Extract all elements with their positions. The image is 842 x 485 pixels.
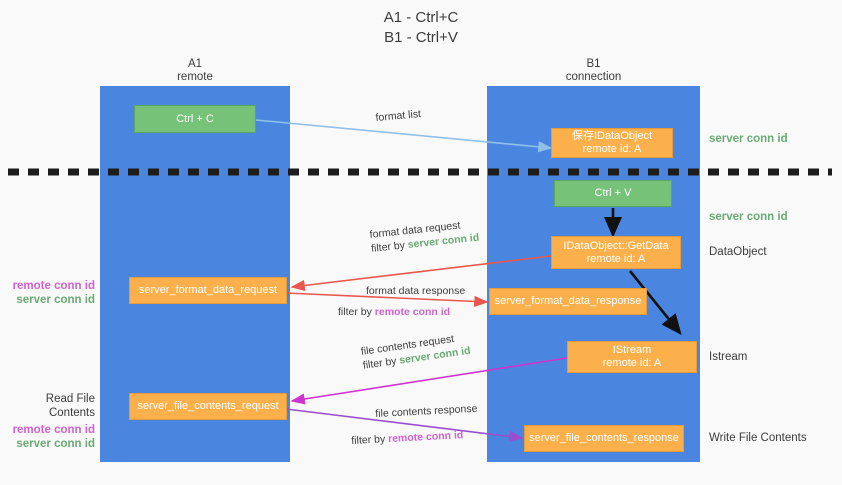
right-label-write-file-contents: Write File Contents xyxy=(709,432,807,444)
filter-prefix: filter by xyxy=(338,306,375,318)
node-ctrl-v-label: Ctrl + V xyxy=(594,187,632,199)
column-b1-name: B1 xyxy=(586,58,601,70)
column-a1-name: A1 xyxy=(187,58,203,70)
node-getdata[interactable]: IDataObject::GetData remote id: A xyxy=(551,236,681,269)
left-label-file-block: Read File Contents remote conn id server… xyxy=(6,392,95,451)
node-save-idataobject-line2: remote id: A xyxy=(582,143,642,155)
left-label-format-server-conn-id: server conn id xyxy=(16,294,95,306)
node-save-idataobject-line1: 保存IDataObject xyxy=(571,130,653,142)
node-getdata-line1: IDataObject::GetData xyxy=(563,239,669,252)
node-istream-line2: remote id: A xyxy=(602,357,662,369)
title-line-1: A1 - Ctrl+C xyxy=(383,9,459,26)
column-header-b1: B1 connection xyxy=(487,58,700,84)
edge-label-format-data-response-text: format data response xyxy=(366,285,466,297)
left-label-format-conn-ids: remote conn id server conn id xyxy=(10,279,95,307)
diagram-title: A1 - Ctrl+C B1 - Ctrl+V xyxy=(0,8,842,48)
node-server-file-contents-response[interactable]: server_file_contents_response xyxy=(524,425,684,452)
edge-label-file-contents-response-filter: filter by remote conn id xyxy=(351,428,464,448)
edge-label-file-contents-response-text: file contents response xyxy=(375,402,478,420)
node-getdata-line2: remote id: A xyxy=(586,252,646,265)
column-a1-subtitle: remote xyxy=(177,71,213,83)
node-ctrl-v[interactable]: Ctrl + V xyxy=(554,180,672,207)
node-istream[interactable]: IStream remote id: A xyxy=(567,341,697,373)
filter-prefix: filter by xyxy=(370,239,409,255)
node-server-format-data-response[interactable]: server_format_data_response xyxy=(489,288,647,315)
filter-value-remote-conn-id: remote conn id xyxy=(387,429,464,446)
left-label-read-file-contents: Read File Contents xyxy=(45,393,95,419)
edge-label-format-list-text: format list xyxy=(375,108,422,124)
node-server-file-contents-response-label: server_file_contents_response xyxy=(529,432,679,444)
node-server-file-contents-request-label: server_file_contents_request xyxy=(137,400,279,412)
edge-label-format-list: format list xyxy=(375,107,422,125)
filter-prefix: filter by xyxy=(362,354,401,372)
column-header-a1: A1 remote xyxy=(100,58,290,84)
node-save-idataobject[interactable]: 保存IDataObject remote id: A xyxy=(551,128,673,158)
right-label-istream: Istream xyxy=(709,351,748,363)
node-ctrl-c-label: Ctrl + C xyxy=(176,112,214,125)
right-label-data-object: DataObject xyxy=(709,246,767,258)
filter-value-remote-conn-id: remote conn id xyxy=(374,306,451,318)
left-label-file-server-conn-id: server conn id xyxy=(16,438,95,450)
node-istream-line1: IStream xyxy=(612,344,652,356)
left-label-format-remote-conn-id: remote conn id xyxy=(12,280,95,292)
left-label-file-remote-conn-id: remote conn id xyxy=(12,424,95,436)
edge-label-file-contents-request: file contents request filter by server c… xyxy=(360,330,471,373)
edge-label-format-data-request: format data request filter by server con… xyxy=(369,217,480,256)
node-server-format-data-request[interactable]: server_format_data_request xyxy=(129,277,287,304)
column-b1-subtitle: connection xyxy=(565,71,622,83)
edge-label-file-contents-response: file contents response xyxy=(375,402,478,421)
title-line-2: B1 - Ctrl+V xyxy=(384,29,458,46)
node-server-format-data-request-label: server_format_data_request xyxy=(138,284,278,296)
right-label-server-conn-id-mid: server conn id xyxy=(709,211,788,223)
edge-label-format-data-response: format data response xyxy=(366,284,465,298)
filter-prefix: filter by xyxy=(351,433,389,447)
edge-label-format-data-response-filter: filter by remote conn id xyxy=(338,305,450,319)
node-server-format-data-response-label: server_format_data_response xyxy=(494,295,642,307)
node-server-file-contents-request[interactable]: server_file_contents_request xyxy=(129,393,287,420)
right-label-server-conn-id-top: server conn id xyxy=(709,133,788,145)
node-ctrl-c[interactable]: Ctrl + C xyxy=(134,105,256,133)
